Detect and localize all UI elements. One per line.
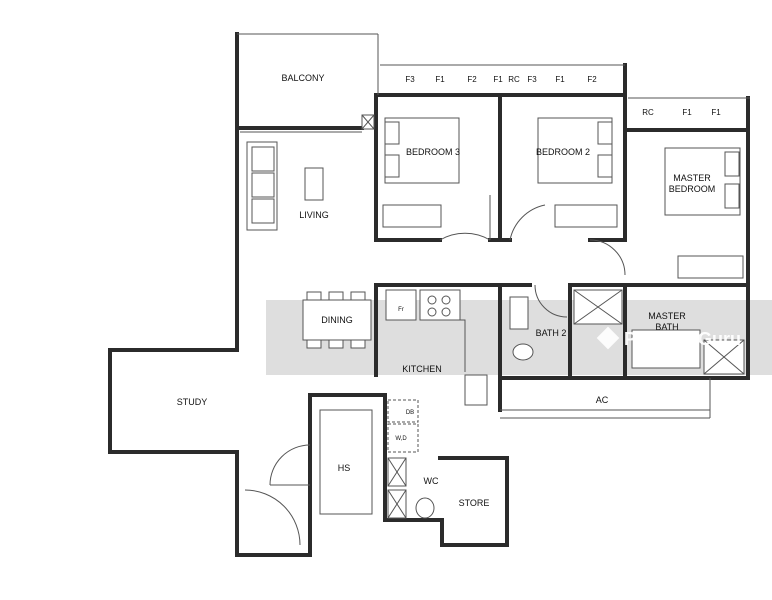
master-bedroom-label: MASTER [673,173,711,183]
master-bed [664,147,744,279]
living-sofa [246,141,278,231]
wc-fixtures [387,457,435,519]
db-label: DB [406,410,414,416]
doors [244,195,626,546]
ceiling-labels: F3 F1 F2 F1 RC F3 F1 F2 RC F1 F1 [405,75,721,117]
store-label: STORE [459,498,490,508]
ceiling-label: F3 [527,75,537,84]
bedroom3-label: BEDROOM 3 [406,147,460,157]
kitchen-counter [385,289,488,406]
ceiling-label: RC [508,75,520,84]
ac-label: AC [596,395,609,405]
balcony-label: BALCONY [281,73,324,83]
ceiling-label: F1 [435,75,445,84]
ceiling-label: F2 [587,75,597,84]
master-bath-fixtures [631,329,745,375]
bedroom3-bed [382,117,460,228]
ceiling-label: F3 [405,75,415,84]
fridge-label: Fr [398,307,404,313]
svg-text:PropertyGuru: PropertyGuru [624,329,741,349]
living-label: LIVING [299,210,329,220]
bath2-label: BATH 2 [536,328,567,338]
room-labels: BALCONY LIVING BEDROOM 3 BEDROOM 2 MASTE… [177,73,716,508]
balcony-railing [240,64,750,133]
master-bath-label: BATH [655,322,678,332]
master-bath-label: MASTER [648,311,686,321]
kitchen-label: KITCHEN [402,364,442,374]
ceiling-label: F1 [682,108,692,117]
db-cabinet [387,399,419,423]
study-label: STUDY [177,397,208,407]
ceiling-label: F1 [711,108,721,117]
ceiling-label: F1 [555,75,565,84]
coffee-table [304,167,324,201]
wd-label: W,D [395,436,407,442]
hs-label: HS [338,463,351,473]
master-bedroom-label: BEDROOM [669,184,716,194]
dining-set [302,291,372,349]
outer-walls [108,32,750,557]
hs-box [319,409,373,515]
bath2-fixtures [509,289,623,361]
wc-label: WC [424,476,439,486]
wd-cabinet [387,423,419,453]
ceiling-label: RC [642,108,654,117]
propertyguru-watermark: PropertyGuru [596,326,741,350]
bedroom2-label: BEDROOM 2 [536,147,590,157]
ceiling-label: F1 [493,75,503,84]
dining-label: DINING [321,315,353,325]
bedroom2-bed [537,117,618,228]
ac-ledge [500,378,711,419]
ceiling-label: F2 [467,75,477,84]
